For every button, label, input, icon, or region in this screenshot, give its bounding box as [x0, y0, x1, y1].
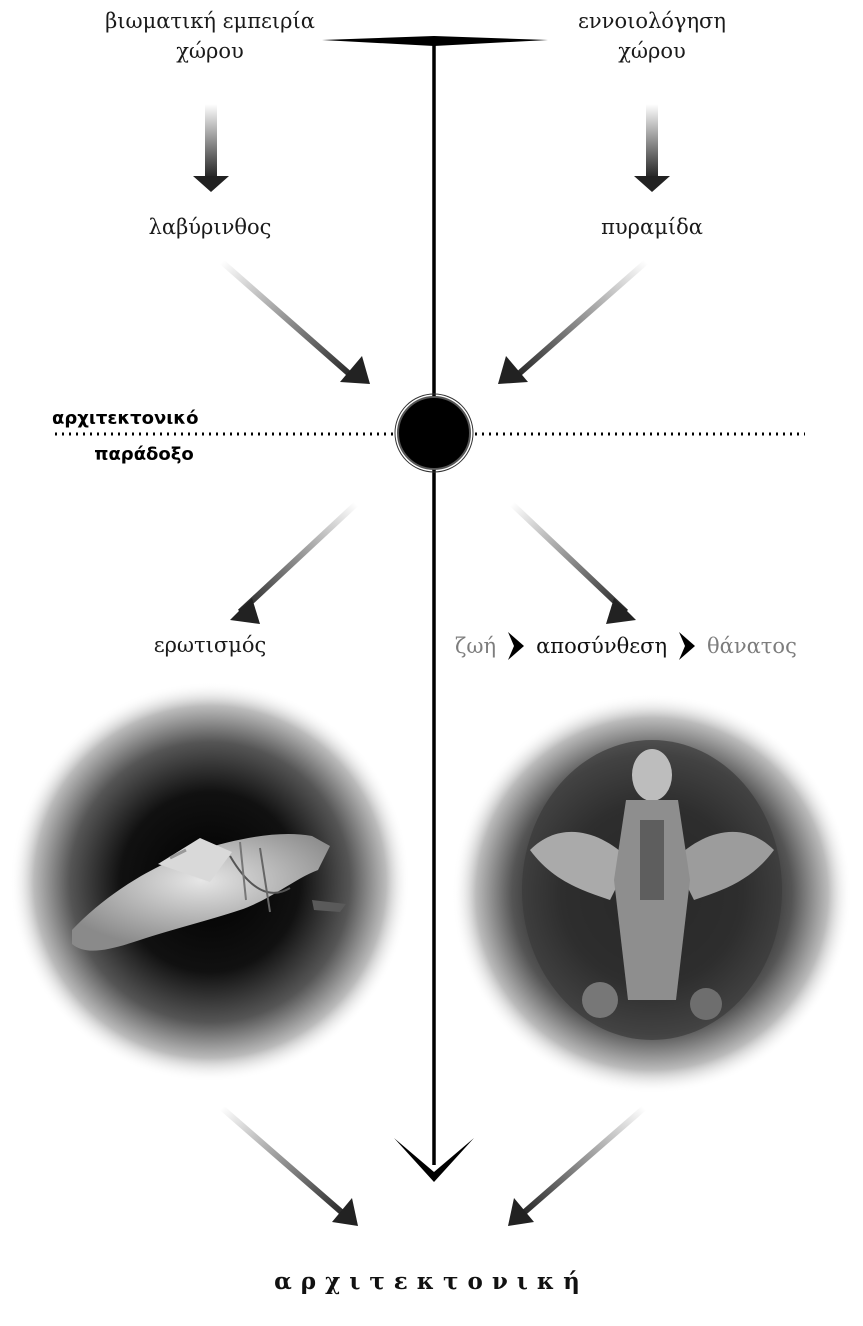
- arrow-erotism-to-architecture: [222, 1108, 358, 1226]
- arrow-paradox-to-erotism: [230, 504, 356, 624]
- label-lived-experience-line1: βιωματική εμπειρία: [70, 6, 350, 36]
- chevron-right-icon: [677, 632, 697, 660]
- label-pyramid: πυραμίδα: [552, 212, 752, 242]
- label-lived-experience: βιωματική εμπειρία χώρου: [70, 6, 350, 66]
- label-erotism: ερωτισμός: [110, 630, 310, 660]
- life-death-chain: ζωή αποσύνθεση θάνατος: [455, 626, 863, 666]
- winged-figure-image: [452, 694, 852, 1094]
- label-paradox-line1: αρχιτεκτονικό: [26, 404, 272, 434]
- down-arrow-left: [193, 104, 229, 192]
- paradox-node: [398, 397, 470, 469]
- label-conceptualization-line2: χώρου: [532, 36, 772, 66]
- chain-death: θάνατος: [707, 634, 797, 658]
- label-conceptualization: εννοιολόγηση χώρου: [532, 6, 772, 66]
- label-conceptualization-line1: εννοιολόγηση: [532, 6, 772, 36]
- label-paradox-line2: παράδοξο: [54, 440, 234, 470]
- down-arrow-right: [634, 104, 670, 192]
- arrow-pyramid-to-paradox: [498, 262, 646, 384]
- bound-figure-image: [10, 682, 410, 1082]
- chevron-right-icon: [506, 632, 526, 660]
- arrow-chain-to-architecture: [508, 1108, 644, 1226]
- arrow-paradox-to-chain: [512, 504, 636, 624]
- label-labyrinth: λαβύρινθος: [110, 212, 310, 242]
- label-lived-experience-line2: χώρου: [70, 36, 350, 66]
- chain-decomposition: αποσύνθεση: [536, 634, 667, 658]
- label-architecture: αρχιτεκτονική: [0, 1268, 863, 1295]
- arrow-labyrinth-to-paradox: [222, 262, 370, 384]
- chain-life: ζωή: [455, 634, 496, 658]
